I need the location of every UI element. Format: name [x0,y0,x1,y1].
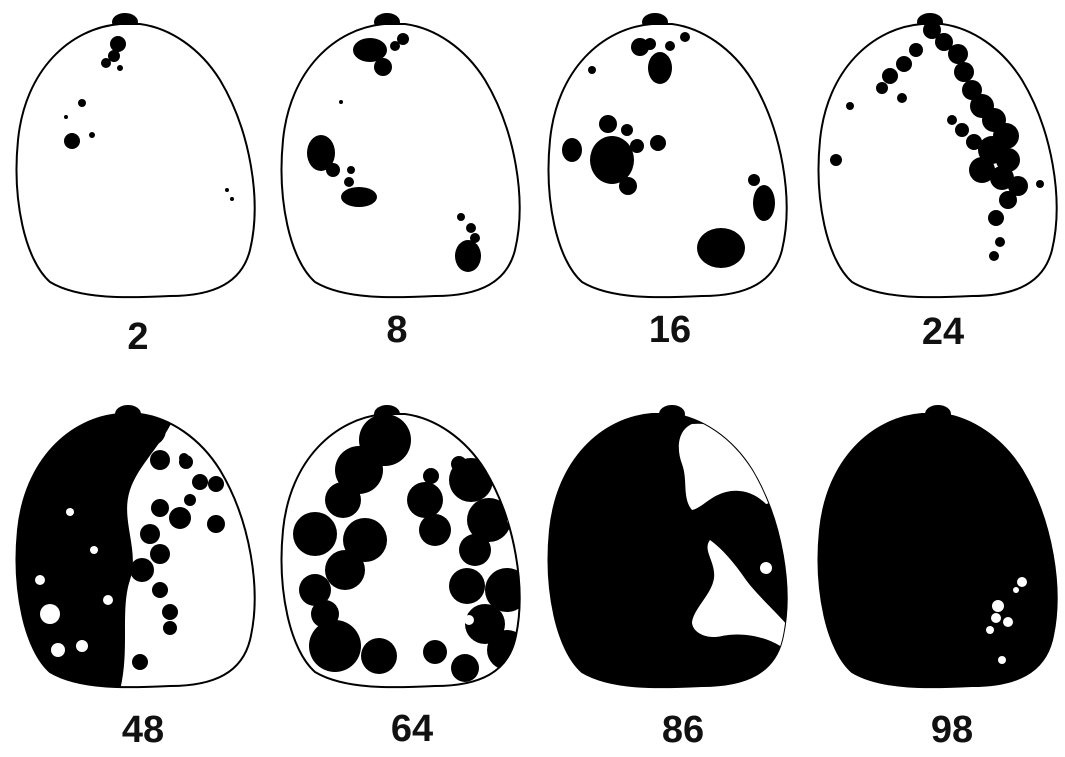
lesion-spots [64,36,234,201]
severity-label-3: 16 [648,309,692,351]
severity-label-5: 48 [121,709,165,751]
severity-label-8: 98 [930,709,974,751]
healthy-gaps [986,577,1027,664]
lesion-spots [293,414,520,682]
fruit-outline [817,413,1058,689]
leaf-panel-7 [547,405,788,689]
lesion-spots [307,33,481,272]
severity-label-7: 86 [661,709,705,751]
lesion-spots [562,32,775,268]
leaf-panel-6 [280,405,521,689]
leaf-panel-3 [547,13,788,299]
severity-label-1: 2 [127,316,149,358]
severity-label-6: 64 [390,708,434,750]
severity-label-4: 24 [921,311,965,353]
fruit-outline [547,413,788,689]
leaf-panel-8 [817,405,1058,689]
fruit-outline [817,23,1058,299]
leaf-panel-5 [15,405,256,689]
healthy-gaps [678,423,787,650]
leaf-panel-4 [817,13,1058,299]
leaf-panel-1 [15,13,256,299]
lesion-spots [830,24,1044,261]
severity-label-2: 8 [386,309,408,351]
fruit-outline [15,23,256,299]
leaf-panel-2 [280,13,521,299]
